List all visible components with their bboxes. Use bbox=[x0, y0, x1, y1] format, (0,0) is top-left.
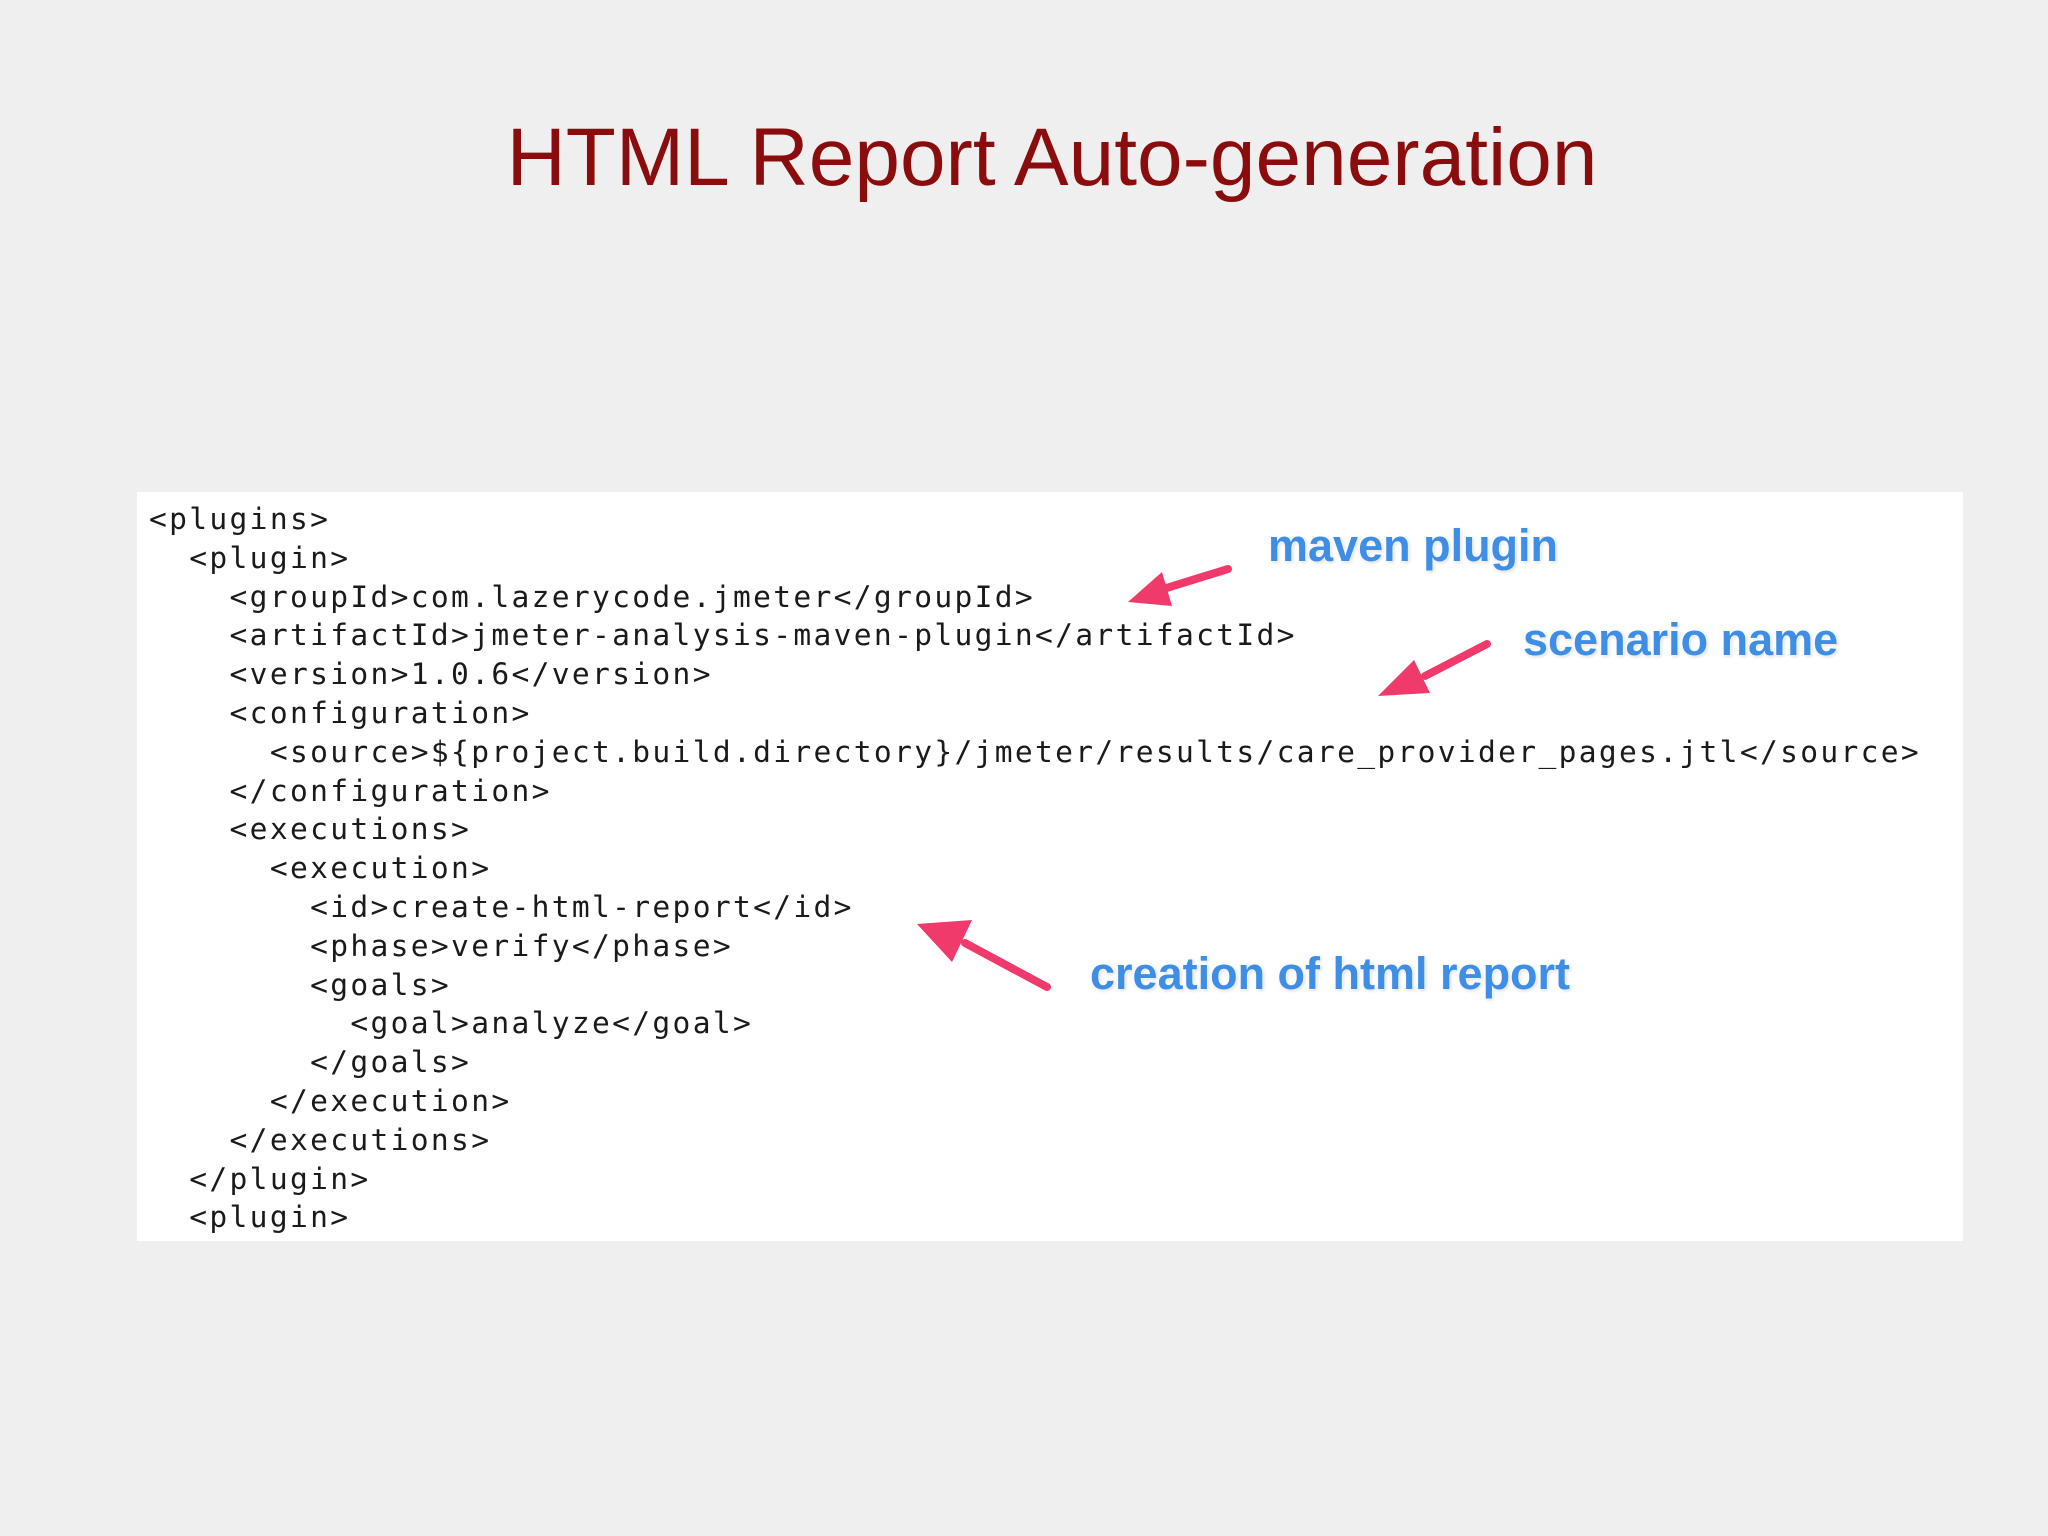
annotation-scenario-name: scenario name bbox=[1523, 614, 1839, 665]
code-line: <goal>analyze</goal> bbox=[149, 1006, 754, 1041]
code-line: <goals> bbox=[149, 967, 452, 1002]
code-line: <version>1.0.6</version> bbox=[149, 657, 713, 692]
code-line: <id>create-html-report</id> bbox=[149, 889, 854, 924]
slide-title: HTML Report Auto-generation bbox=[506, 112, 1598, 203]
code-line: <source>${project.build.directory}/jmete… bbox=[149, 734, 1922, 769]
code-line: </goals> bbox=[149, 1045, 472, 1080]
code-line: <phase>verify</phase> bbox=[149, 928, 733, 963]
code-line: <plugins> bbox=[149, 502, 331, 536]
code-line: <configuration> bbox=[149, 695, 532, 730]
code-line: </executions> bbox=[149, 1122, 492, 1157]
annotation-html-report: creation of html report bbox=[1090, 948, 1571, 999]
arrow-scenario-name-icon bbox=[1378, 640, 1491, 696]
arrow-maven-plugin-icon bbox=[1128, 565, 1232, 606]
code-panel: <plugins> <plugin> <groupId>com.lazeryco… bbox=[137, 492, 1963, 1241]
code-line: </plugin> bbox=[149, 1161, 371, 1196]
code-block: <plugins> <plugin> <groupId>com.lazeryco… bbox=[149, 500, 1921, 1237]
code-line: <executions> bbox=[149, 812, 472, 847]
code-line: </execution> bbox=[149, 1083, 512, 1118]
code-line: <execution> bbox=[149, 851, 492, 886]
code-line: <plugin> bbox=[149, 540, 351, 575]
code-line: <plugin> bbox=[149, 1200, 351, 1235]
arrow-html-report-icon bbox=[917, 920, 1051, 991]
code-line: <groupId>com.lazerycode.jmeter</groupId> bbox=[149, 579, 1036, 614]
annotation-maven-plugin: maven plugin bbox=[1268, 520, 1559, 571]
code-line: </configuration> bbox=[149, 773, 552, 808]
code-line: <artifactId>jmeter-analysis-maven-plugin… bbox=[149, 618, 1297, 653]
